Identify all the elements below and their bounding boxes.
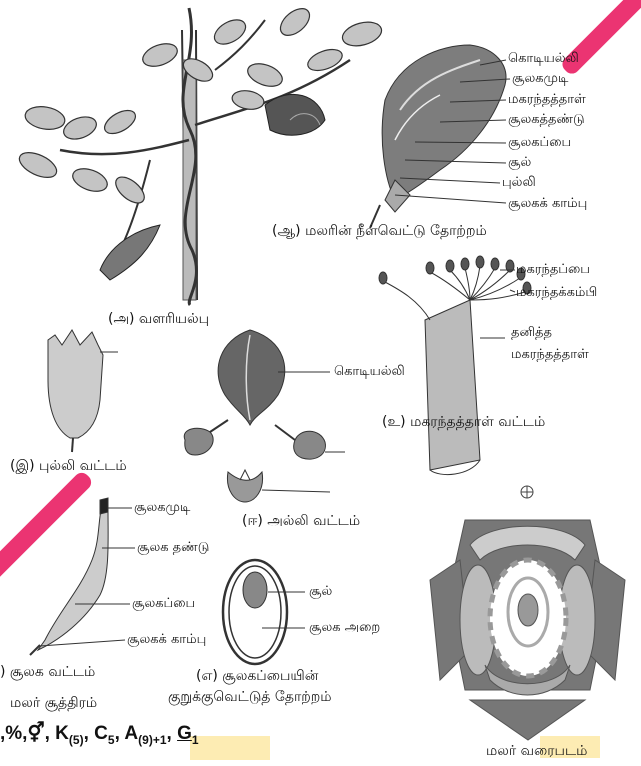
- formula-g-sub: 1: [192, 733, 199, 747]
- gynoecium-drawing: [30, 498, 135, 655]
- caption-calyx: (இ) புல்லி வட்டம்: [10, 457, 127, 475]
- caption-ovary-ts: (எ) சூலகப்பையின்: [196, 667, 318, 685]
- formula-a: A: [124, 723, 138, 744]
- formula-sep: ,: [167, 723, 172, 744]
- ls-label-ovary: சூலகப்பை: [508, 135, 571, 151]
- calyx-drawing: [48, 330, 118, 452]
- gynoecium-label-style: சூலக தண்டு: [137, 540, 209, 556]
- caption-habit: (அ) வளரியல்பு: [108, 310, 209, 328]
- habit-drawing: [16, 3, 385, 305]
- corolla-drawing: [184, 330, 345, 502]
- ovary-ts-drawing: [223, 560, 305, 664]
- ls-label-ovule: சூல்: [508, 155, 531, 171]
- ls-label-style: சூலகத்தண்டு: [508, 112, 585, 128]
- formula-k: K: [55, 723, 69, 744]
- floral-formula: ,%,⚥, K(5), C5, A(9)+1, G1: [0, 722, 199, 747]
- ls-label-standard: கொடியல்லி: [508, 51, 579, 67]
- formula-c: C: [94, 723, 108, 744]
- gynoecium-label-stigma: சூலகமுடி: [134, 500, 190, 516]
- androecium-label-free: தனித்த: [511, 325, 552, 341]
- caption-gynoecium: ) சூலக வட்டம்: [0, 663, 95, 681]
- floral-diagram-drawing: [430, 486, 625, 740]
- gynoecium-label-stalk: சூலகக் காம்பு: [127, 632, 206, 648]
- ls-label-stamen: மகரந்தத்தாள்: [508, 92, 586, 108]
- corolla-label-standard: கொடியல்லி: [334, 364, 405, 380]
- formula-k-sub: (5): [69, 733, 84, 747]
- caption-corolla: (ஈ) அல்லி வட்டம்: [242, 512, 360, 530]
- ls-flower-drawing: [370, 45, 510, 228]
- ls-label-stalk: சூலகக் காம்பு: [508, 196, 587, 212]
- gynoecium-label-ovary: சூலகப்பை: [132, 596, 195, 612]
- caption-ovary-ts-2: குறுக்குவெட்டுத் தோற்றம்: [168, 688, 332, 706]
- caption-androecium: (உ) மகரந்தத்தாள் வட்டம்: [382, 413, 545, 431]
- ls-label-sepal: புல்லி: [502, 175, 536, 191]
- caption-ls-flower: (ஆ) மலரின் நீள்வெட்டு தோற்றம்: [272, 222, 487, 240]
- ls-label-stigma: சூலகமுடி: [512, 71, 568, 87]
- androecium-label-filament: மகரந்தக்கம்பி: [516, 285, 597, 301]
- floral-formula-title: மலர் சூத்திரம்: [10, 694, 97, 712]
- formula-g: G: [177, 723, 192, 744]
- caption-floral-diagram: மலர் வரைபடம்: [486, 742, 587, 760]
- leaflets: [16, 3, 385, 207]
- ovary-ts-label-ovule: சூல்: [309, 584, 332, 600]
- formula-a-sub: (9)+1: [138, 733, 166, 747]
- androecium-label-anther: மகரந்தப்பை: [516, 262, 590, 278]
- formula-c-sub: 5: [108, 733, 115, 747]
- formula-prefix: ,%,⚥,: [0, 723, 50, 744]
- formula-sep: ,: [84, 723, 89, 744]
- formula-sep: ,: [115, 723, 120, 744]
- androecium-label-free2: மகரந்தத்தாள்: [511, 347, 589, 363]
- ovary-ts-label-locule: சூலக அறை: [309, 620, 380, 636]
